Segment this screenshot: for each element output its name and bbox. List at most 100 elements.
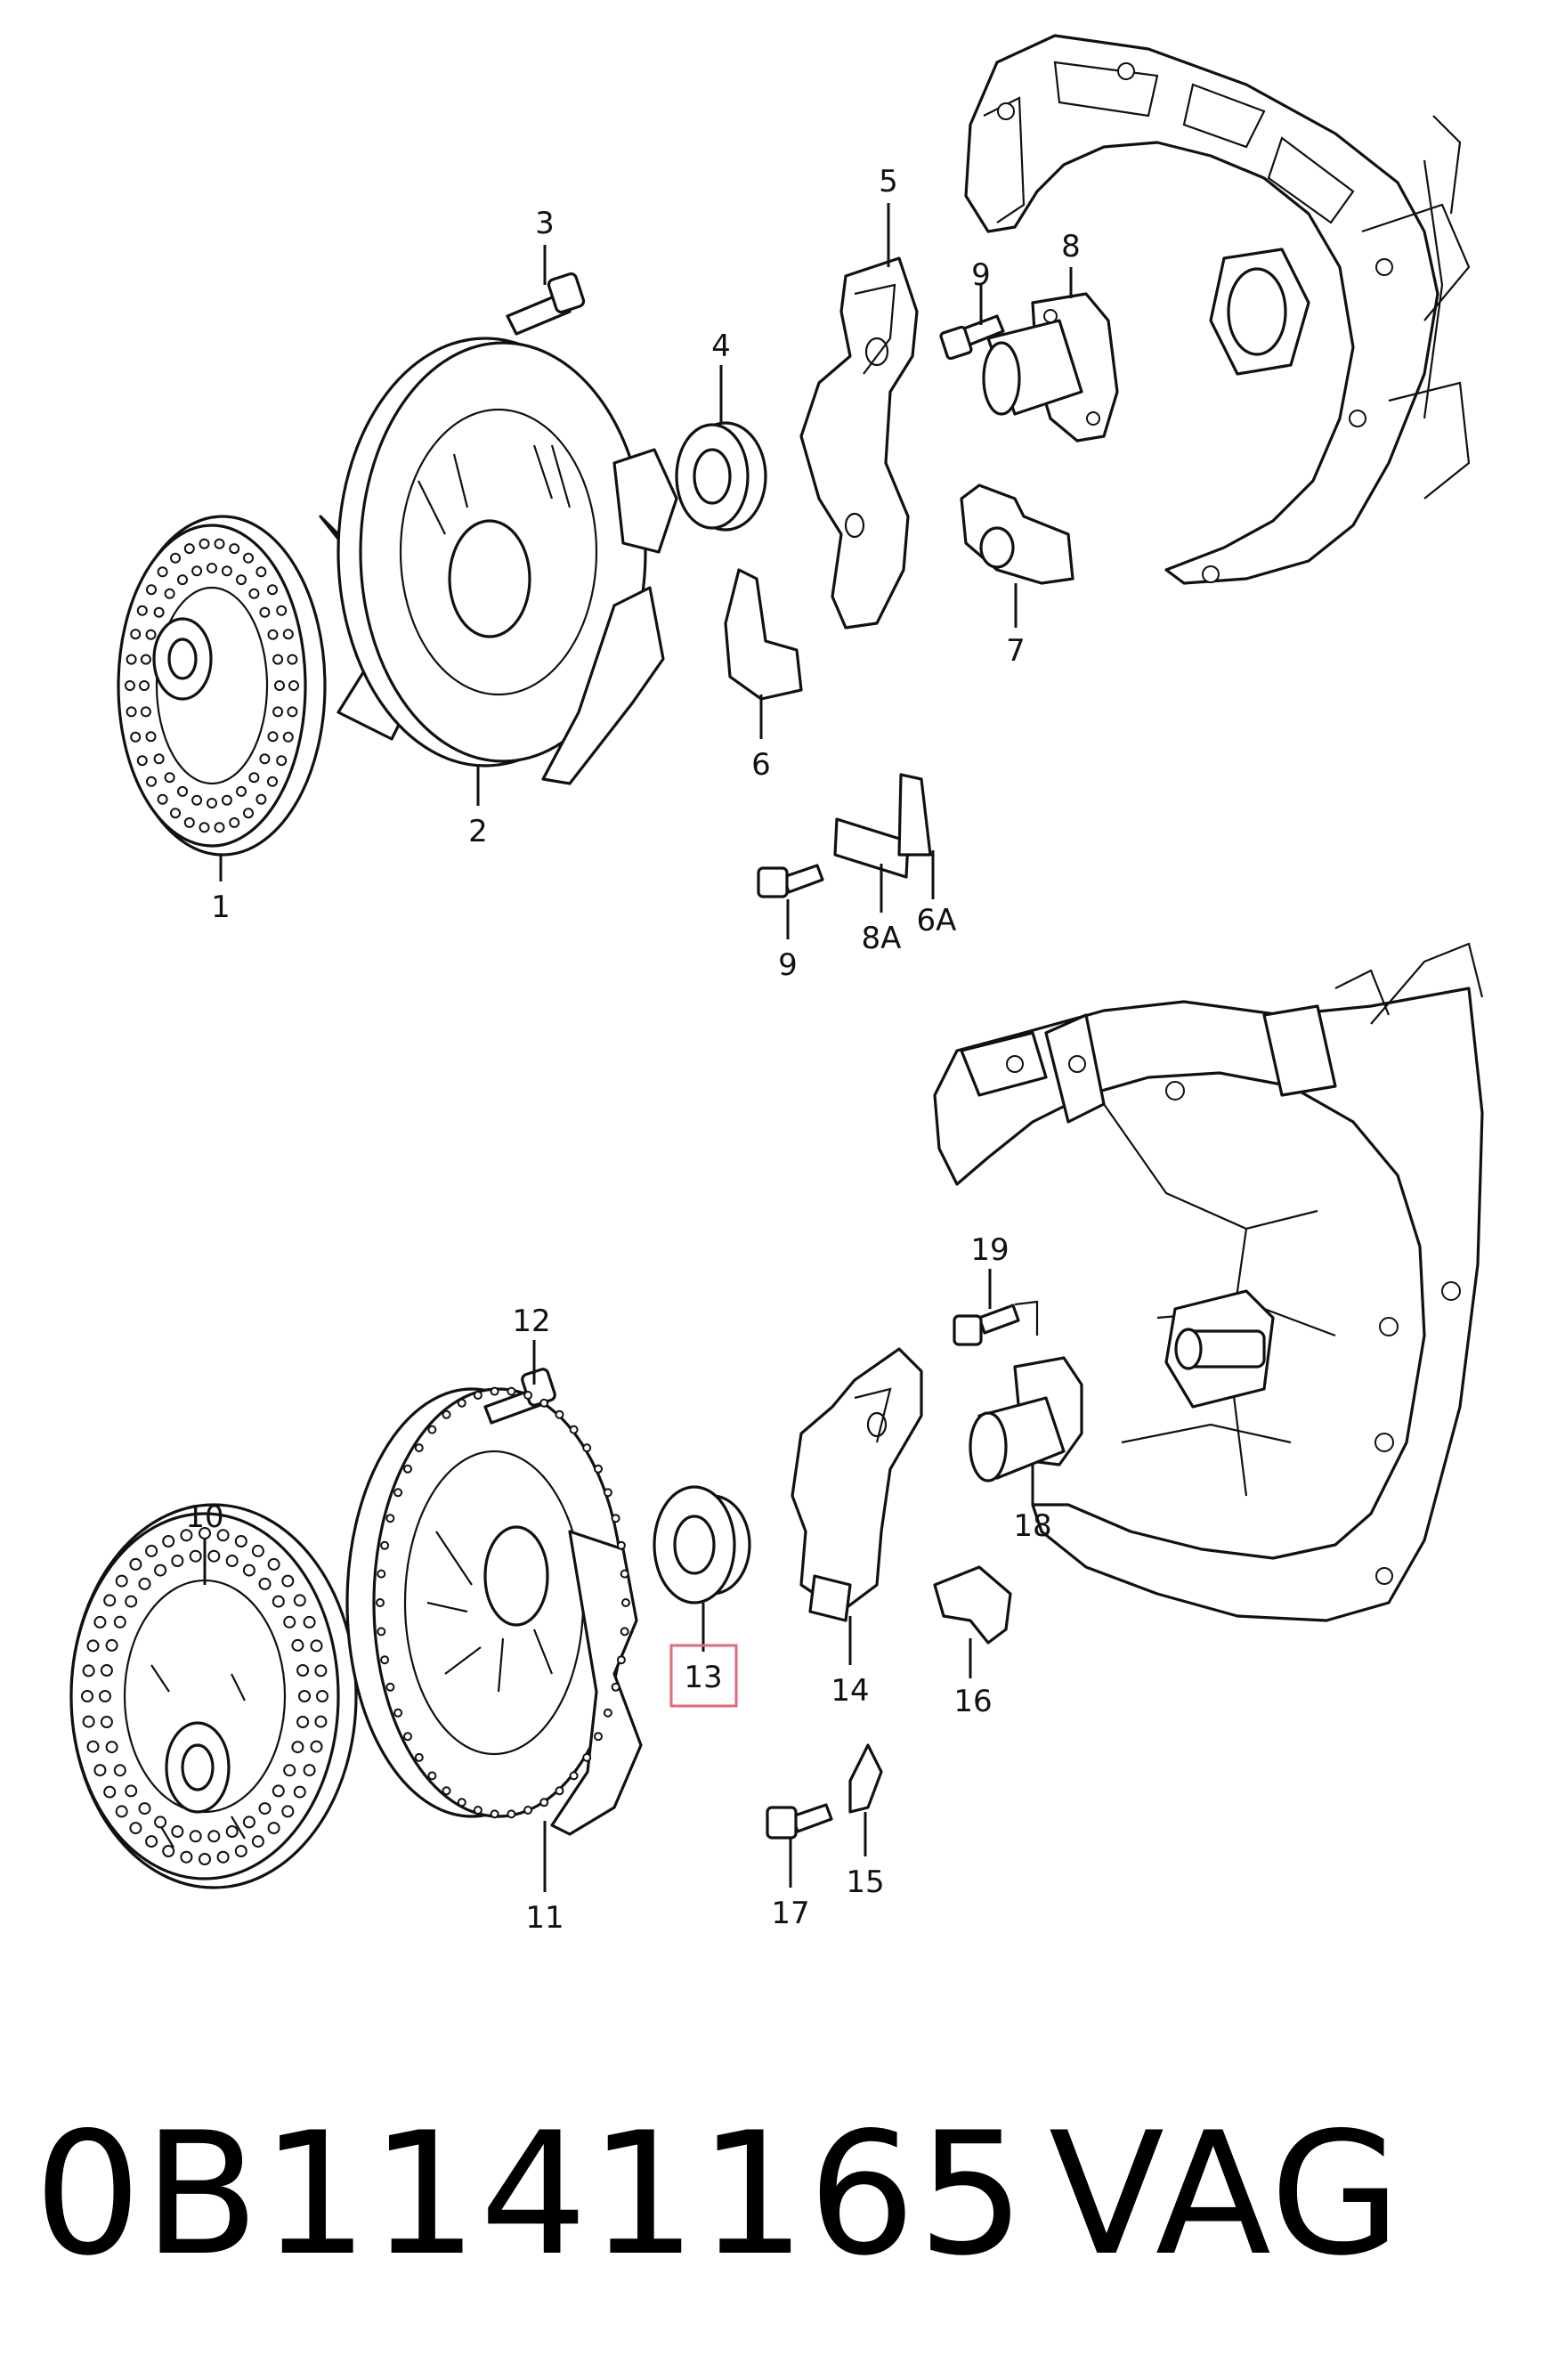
- facing-rivet: [296, 1716, 310, 1728]
- facing-rivet: [539, 1798, 549, 1807]
- facing-rivet: [170, 552, 181, 564]
- callout-14: 14: [831, 1673, 869, 1709]
- facing-rivet: [145, 1544, 158, 1557]
- facing-rivet: [125, 1784, 138, 1798]
- facing-rivet: [207, 798, 217, 808]
- facing-rivet: [442, 1786, 451, 1796]
- facing-rivet: [81, 1690, 93, 1702]
- facing-rivet: [380, 1540, 390, 1550]
- facing-rivet: [199, 1527, 211, 1539]
- facing-rivet: [376, 1598, 385, 1607]
- facing-rivet: [242, 1564, 255, 1577]
- facing-rivet: [225, 1555, 239, 1567]
- facing-rivet: [603, 1488, 612, 1498]
- facing-rivet: [291, 1638, 304, 1652]
- facing-rivet: [611, 1682, 620, 1692]
- exploded-parts-diagram: 1 2 3 4 5 6 7 8 9 9 8A 6A 10 11 12 13 14…: [69, 34, 1484, 1936]
- callout-16: 16: [953, 1684, 992, 1719]
- facing-rivet: [125, 1595, 138, 1608]
- part-5-release-lever: [799, 256, 919, 630]
- facing-rivet: [603, 1708, 612, 1718]
- facing-rivet: [199, 538, 210, 549]
- facing-rivet: [138, 1802, 151, 1815]
- callout-18: 18: [1013, 1508, 1051, 1544]
- facing-rivet: [126, 654, 137, 665]
- facing-rivet: [403, 1464, 412, 1474]
- facing-rivet: [229, 543, 240, 555]
- facing-rivet: [259, 606, 271, 618]
- facing-rivet: [282, 629, 294, 640]
- facing-rivet: [287, 706, 298, 718]
- facing-rivet: [99, 1690, 111, 1702]
- facing-rivet: [199, 1853, 211, 1865]
- facing-rivet: [569, 1425, 579, 1434]
- facing-rivet: [82, 1715, 95, 1728]
- facing-rivet: [314, 1664, 328, 1677]
- part-19-bolt: [953, 1300, 1039, 1346]
- callout-8: 8: [1061, 229, 1081, 264]
- callout-12: 12: [512, 1304, 550, 1339]
- callout-6: 6: [751, 747, 771, 783]
- facing-rivet: [170, 808, 181, 819]
- facing-rivet: [272, 1595, 285, 1608]
- facing-rivet: [164, 772, 175, 784]
- callout-13: 13: [684, 1660, 722, 1695]
- facing-rivet: [243, 808, 254, 819]
- facing-rivet: [86, 1639, 100, 1653]
- part-6-clip: [724, 568, 803, 701]
- facing-rivet: [255, 793, 267, 805]
- facing-rivet: [243, 552, 254, 564]
- facing-rivet: [221, 565, 232, 577]
- facing-rivet: [225, 1825, 239, 1838]
- top-assembly: [117, 34, 1471, 898]
- facing-rivet: [377, 1627, 386, 1637]
- part-11-pressure-plate: [345, 1387, 643, 1836]
- facing-rivet: [180, 1850, 193, 1864]
- facing-rivet: [414, 1443, 424, 1453]
- facing-rivet: [393, 1708, 403, 1718]
- transmission-housing-top: [964, 34, 1471, 585]
- facing-rivet: [145, 731, 157, 743]
- facing-rivet: [229, 816, 240, 828]
- facing-rivets-disc-10-inner: [99, 1549, 311, 1843]
- facing-rivet: [267, 1557, 280, 1571]
- part-18-guide-sleeve: [969, 1356, 1083, 1482]
- facing-rivet: [267, 776, 278, 787]
- facing-rivet: [555, 1409, 564, 1419]
- facing-rivet: [100, 1716, 113, 1728]
- facing-rivet: [282, 731, 294, 743]
- facing-rivet: [236, 785, 247, 797]
- facing-rivet: [216, 1850, 230, 1864]
- facing-rivet: [621, 1598, 630, 1607]
- callout-15: 15: [846, 1864, 884, 1900]
- facing-rivet: [189, 1830, 202, 1843]
- facing-rivets-disc-1-outer: [125, 538, 299, 833]
- facing-rivet: [267, 731, 279, 743]
- facing-rivet: [248, 588, 260, 599]
- facing-rivet: [248, 772, 260, 784]
- part-6a-bracket: [897, 773, 932, 857]
- facing-rivet: [272, 706, 284, 718]
- facing-rivet: [164, 588, 175, 599]
- callout-7: 7: [1006, 633, 1026, 669]
- facing-rivet: [310, 1740, 323, 1753]
- facing-rivet: [138, 1577, 151, 1590]
- facing-rivet: [377, 1569, 386, 1579]
- facing-rivet: [130, 731, 142, 743]
- facing-rivet: [136, 605, 148, 616]
- facing-rivet: [189, 1549, 202, 1563]
- facing-rivet: [242, 1815, 255, 1829]
- facing-rivet: [251, 1544, 264, 1557]
- facing-rivet: [171, 1555, 184, 1567]
- callout-9-lower: 9: [778, 947, 798, 983]
- facing-rivet: [140, 706, 151, 718]
- facing-rivet: [473, 1806, 482, 1815]
- facing-rivet: [281, 1805, 295, 1818]
- facing-rivet: [298, 1690, 311, 1702]
- facing-rivet: [620, 1627, 629, 1637]
- part-7-pivot: [960, 483, 1074, 585]
- facing-rivet: [288, 680, 299, 691]
- facing-rivet: [177, 785, 188, 797]
- facing-rivet: [274, 680, 285, 691]
- facing-rivet: [287, 654, 298, 665]
